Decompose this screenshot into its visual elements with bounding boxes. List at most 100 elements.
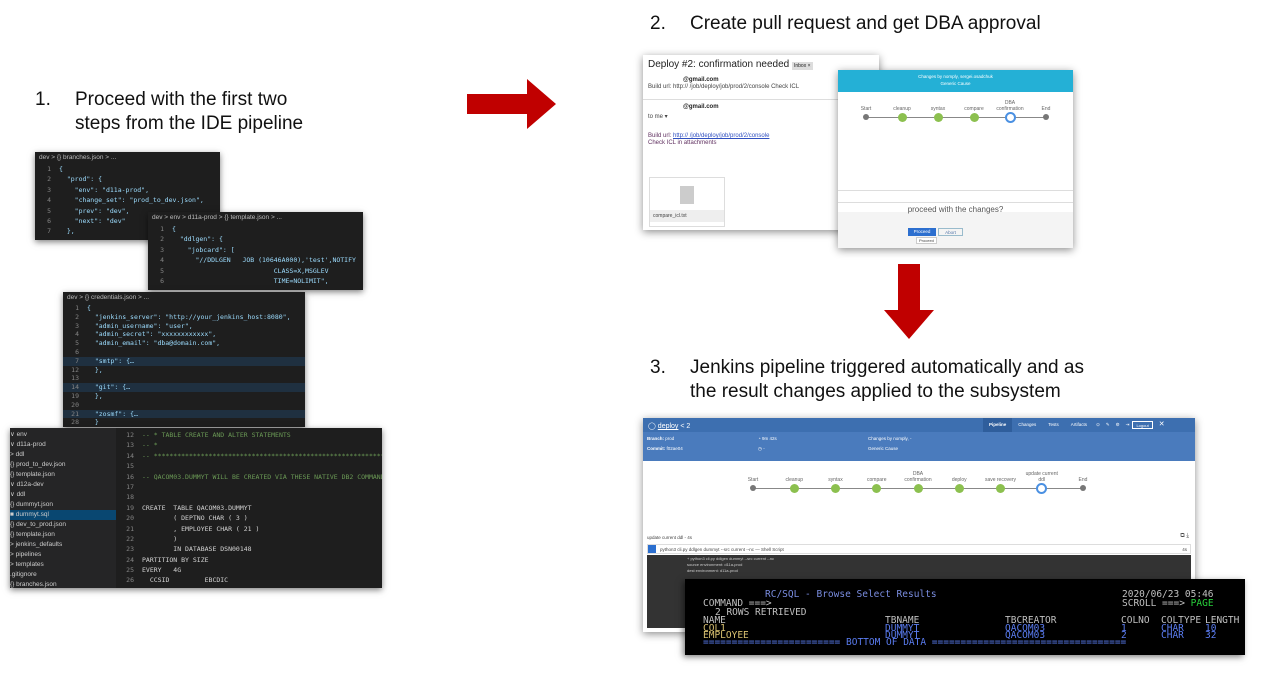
code-line[interactable]: 18 — [118, 492, 382, 502]
explorer-item[interactable]: ∨ d12a-dev — [10, 481, 44, 488]
code-line[interactable]: 5 "admin_email": "dba@domain.com", — [63, 339, 305, 348]
close-icon[interactable]: ✕ — [1158, 421, 1165, 428]
code-line[interactable]: 2 "ddlgen": { — [148, 234, 363, 244]
explorer-item[interactable]: ∨ ddl — [10, 491, 26, 498]
code-text: "admin_email": "dba@domain.com", — [87, 339, 221, 348]
email-snippet[interactable]: Build url: http:// /job/deploy/job/prod/… — [648, 84, 800, 90]
tab-changes[interactable]: Changes — [1018, 422, 1037, 427]
success-stage-node[interactable] — [831, 484, 840, 493]
pipeline-name-link[interactable]: deploy — [657, 423, 679, 430]
code-line[interactable]: 13 — [63, 374, 305, 383]
tab-artifacts[interactable]: Artifacts — [1070, 422, 1088, 427]
code-line[interactable]: 17 — [118, 482, 382, 492]
code-line[interactable]: 4 "change_set": "prod_to_dev.json", — [35, 195, 220, 205]
code-line[interactable]: 3 "admin_username": "user", — [63, 322, 305, 331]
success-stage-node[interactable] — [954, 484, 964, 493]
recipient-toggle[interactable]: to me ▾ — [648, 114, 668, 120]
download-icon[interactable]: ⤓ — [1186, 533, 1189, 539]
open-external-icon[interactable]: ⧉ — [1180, 533, 1185, 539]
code-line[interactable]: 5 "prev": "dev", — [35, 206, 220, 216]
code-line[interactable]: 14-- ***********************************… — [118, 451, 382, 461]
code-line[interactable]: 6 TIME=NOLIMIT", — [148, 276, 363, 286]
code-line[interactable]: 3 "jobcard": [ — [148, 245, 363, 255]
explorer-item[interactable]: {} prod_to_dev.json — [10, 461, 66, 468]
exit-icon[interactable]: ⇥ — [1125, 422, 1130, 427]
proceed-button[interactable]: Proceed — [908, 228, 936, 236]
tab-pipeline[interactable]: Pipeline — [983, 418, 1013, 432]
logout-button[interactable]: Logout — [1132, 421, 1153, 429]
build-url-link[interactable]: http:// /job/deploy/job/prod/2/console — [673, 133, 770, 139]
explorer-item[interactable]: > templates — [10, 561, 44, 568]
explorer-item[interactable]: ∨ d11a-prod — [10, 441, 46, 448]
code-line[interactable]: 3 "env": "d11a-prod", — [35, 185, 220, 195]
code-line[interactable]: 4 "//DDLGEN JOB (10646A000),'test',NOTIF… — [148, 255, 363, 265]
code-line[interactable]: 6 "next": "dev" — [35, 216, 220, 226]
explorer-item[interactable]: {} template.json — [10, 531, 55, 538]
code-line[interactable]: 22 ) — [118, 534, 382, 544]
success-stage-node[interactable] — [913, 484, 923, 493]
explorer-item[interactable]: > pipelines — [10, 551, 42, 558]
code-line[interactable]: 5 CLASS=X,MSGLEV — [148, 266, 363, 276]
code-line[interactable]: 2 "prod": { — [35, 174, 220, 184]
abort-button[interactable]: Abort — [938, 228, 963, 236]
code-line[interactable]: 7 "smtp": {… — [63, 356, 305, 366]
gear-icon[interactable]: ⚙ — [1115, 422, 1120, 427]
code-line[interactable]: 16-- QACOM03.DUMMYT WILL BE CREATED VIA … — [118, 472, 382, 482]
code-line[interactable]: 26 CCSID EBCDIC — [118, 575, 382, 585]
endpoint-stage-node[interactable] — [1080, 485, 1086, 491]
endpoint-stage-node[interactable] — [863, 114, 869, 120]
success-stage-node[interactable] — [897, 113, 907, 122]
running-stage-node[interactable] — [1004, 112, 1016, 123]
tab-tests[interactable]: Tests — [1048, 422, 1059, 427]
result-cell[interactable]: EMPLOYEE — [703, 630, 749, 641]
code-line[interactable]: 21 "zosmf": {… — [63, 409, 305, 419]
explorer-item[interactable]: > ddl — [10, 451, 25, 458]
code-line[interactable]: 15 — [118, 461, 382, 471]
code-line[interactable]: 28 } — [63, 418, 305, 427]
explorer-item[interactable]: ■ dummyt.sql — [10, 510, 116, 520]
code-line[interactable]: 1{ — [148, 224, 363, 234]
explorer-item[interactable]: .gitignore — [10, 571, 37, 578]
running-stage-node[interactable] — [1036, 483, 1048, 494]
explorer-item[interactable]: {} dev_to_prod.json — [10, 521, 67, 528]
code-line[interactable]: 4 "admin_secret": "xxxxxxxxxxxx", — [63, 330, 305, 339]
code-line[interactable]: 2 "jenkins_server": "http://your_jenkins… — [63, 313, 305, 322]
code-line[interactable]: 12-- * TABLE CREATE AND ALTER STATEMENTS… — [118, 430, 382, 440]
explorer-item[interactable]: {} dummyt.json — [10, 501, 53, 508]
success-stage-node[interactable] — [933, 113, 943, 122]
edit-icon[interactable]: ✎ — [1105, 422, 1110, 427]
scroll-value[interactable]: PAGE — [1190, 598, 1214, 609]
endpoint-stage-node[interactable] — [1043, 114, 1049, 120]
explorer-item[interactable]: ∨ env — [10, 431, 28, 438]
code-line[interactable]: 1{ — [63, 304, 305, 313]
code-line[interactable]: 19 }, — [63, 392, 305, 401]
code-line[interactable]: 12 }, — [63, 366, 305, 375]
attachment-card[interactable]: compare_icl.txt — [649, 177, 725, 227]
result-cell[interactable]: COL1 — [703, 623, 726, 634]
code-line[interactable]: 20 — [63, 401, 305, 410]
code-line[interactable]: 7 }, — [35, 226, 220, 236]
shell-step[interactable]: python3 cli.py ddlgen dummyt --src curre… — [660, 547, 784, 552]
explorer-item[interactable]: {} branches.json — [10, 581, 57, 588]
code-line[interactable]: 14 "git": {… — [63, 383, 305, 392]
explorer-item[interactable]: > jenkins_defaults — [10, 541, 63, 548]
code-line[interactable]: 20 ( DEPTNO CHAR ( 3 ) — [118, 513, 382, 523]
code-line[interactable]: 21 , EMPLOYEE CHAR ( 21 ) — [118, 524, 382, 534]
success-stage-node[interactable] — [969, 113, 979, 122]
code-line[interactable]: 27 ; — [118, 586, 382, 588]
code-line[interactable]: 6 — [63, 348, 305, 357]
code-line[interactable]: 13-- * * — [118, 440, 382, 450]
success-stage-node[interactable] — [996, 484, 1005, 493]
success-stage-node[interactable] — [872, 484, 882, 493]
code-line[interactable]: 23 IN DATABASE DSN00148 — [118, 544, 382, 554]
endpoint-stage-node[interactable] — [750, 485, 756, 491]
code-line[interactable]: 1{ — [35, 164, 220, 174]
success-stage-node[interactable] — [789, 484, 799, 493]
rerun-icon[interactable]: ⊙ — [1096, 422, 1100, 427]
inbox-badge[interactable]: Inbox × — [791, 62, 813, 70]
command-input[interactable]: COMMAND ===> — [703, 598, 772, 609]
explorer-item[interactable]: {} template.json — [10, 471, 55, 478]
